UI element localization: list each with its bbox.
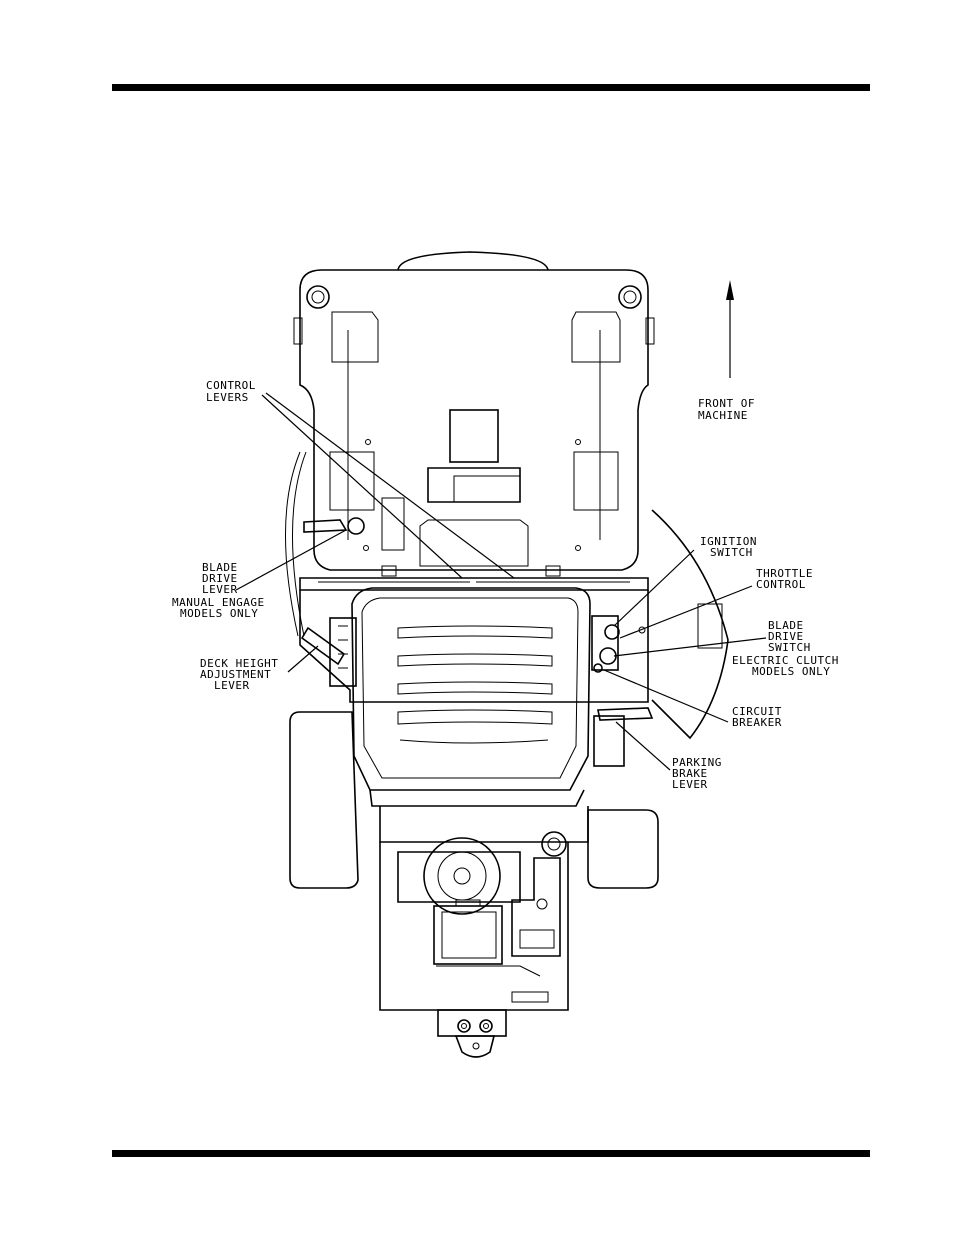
blade-drive-switch-label: BLADE DRIVE SWITCH: [768, 619, 811, 654]
parking-brake-lever-label: PARKING BRAKE LEVER: [672, 756, 722, 791]
front-of-machine-line-2: MACHINE: [698, 409, 748, 422]
circuit-breaker-label: CIRCUIT BREAKER: [732, 705, 782, 729]
svg-text:LEVER: LEVER: [202, 583, 238, 596]
electric-clutch-note: ELECTRIC CLUTCH MODELS ONLY: [732, 654, 839, 678]
svg-text:LEVER: LEVER: [672, 778, 708, 791]
svg-text:SWITCH: SWITCH: [710, 546, 753, 559]
svg-text:LEVERS: LEVERS: [206, 391, 249, 404]
svg-text:MODELS ONLY: MODELS ONLY: [752, 665, 830, 678]
ignition-switch-label: IGNITION SWITCH: [700, 535, 757, 559]
mower-body: [285, 252, 728, 1057]
front-arrow-icon: [726, 280, 734, 378]
svg-text:BREAKER: BREAKER: [732, 716, 782, 729]
svg-text:MODELS ONLY: MODELS ONLY: [180, 607, 258, 620]
throttle-control-label: THROTTLE CONTROL: [756, 567, 813, 591]
deck-height-adjustment-lever-label: DECK HEIGHT ADJUSTMENT LEVER: [200, 657, 278, 692]
control-levers-label: CONTROL LEVERS: [206, 379, 256, 404]
svg-text:SWITCH: SWITCH: [768, 641, 811, 654]
manual-engage-note: MANUAL ENGAGE MODELS ONLY: [172, 596, 265, 620]
svg-text:CONTROL: CONTROL: [756, 578, 806, 591]
blade-drive-lever-label: BLADE DRIVE LEVER: [202, 561, 238, 596]
svg-text:LEVER: LEVER: [214, 679, 250, 692]
